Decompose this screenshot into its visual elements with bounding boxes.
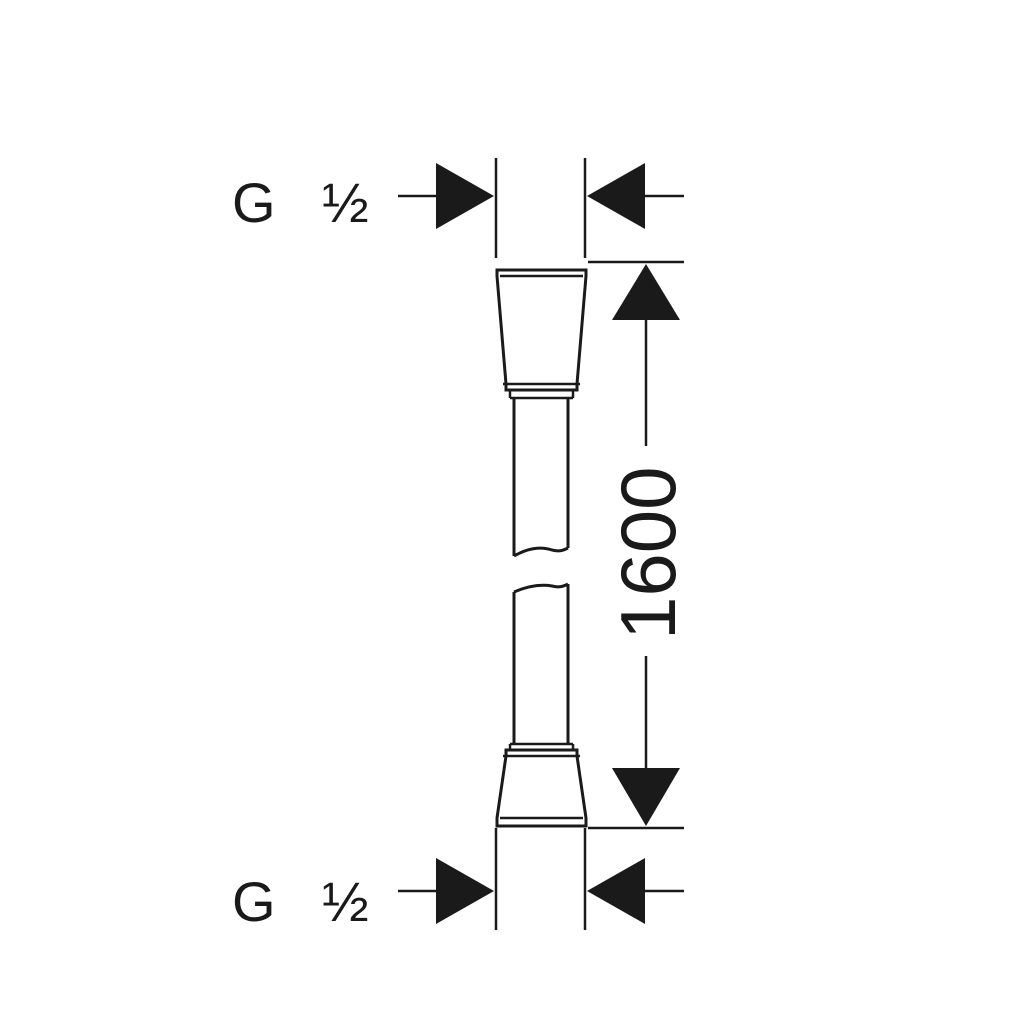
top-left-arrowhead	[436, 163, 494, 229]
hose-body	[495, 268, 588, 828]
bottom-left-arrowhead	[436, 858, 494, 924]
top-thread-prefix: G	[232, 171, 276, 234]
top-right-arrowhead	[587, 163, 645, 229]
length-down-arrowhead	[612, 768, 680, 826]
bottom-nut	[495, 742, 588, 828]
top-thread-dimension: G ½	[232, 158, 684, 258]
top-nut	[495, 268, 588, 400]
upper-tube	[512, 398, 570, 558]
length-up-arrowhead	[612, 264, 680, 320]
top-thread-size: ½	[322, 171, 369, 234]
bottom-right-arrowhead	[587, 858, 645, 924]
length-dimension: 1600	[588, 260, 692, 830]
lower-tube	[512, 582, 570, 744]
bottom-thread-dimension: G ½	[232, 828, 684, 933]
bottom-thread-size: ½	[322, 870, 369, 933]
length-dimension-value: 1600	[604, 466, 692, 640]
bottom-thread-prefix: G	[232, 870, 276, 933]
